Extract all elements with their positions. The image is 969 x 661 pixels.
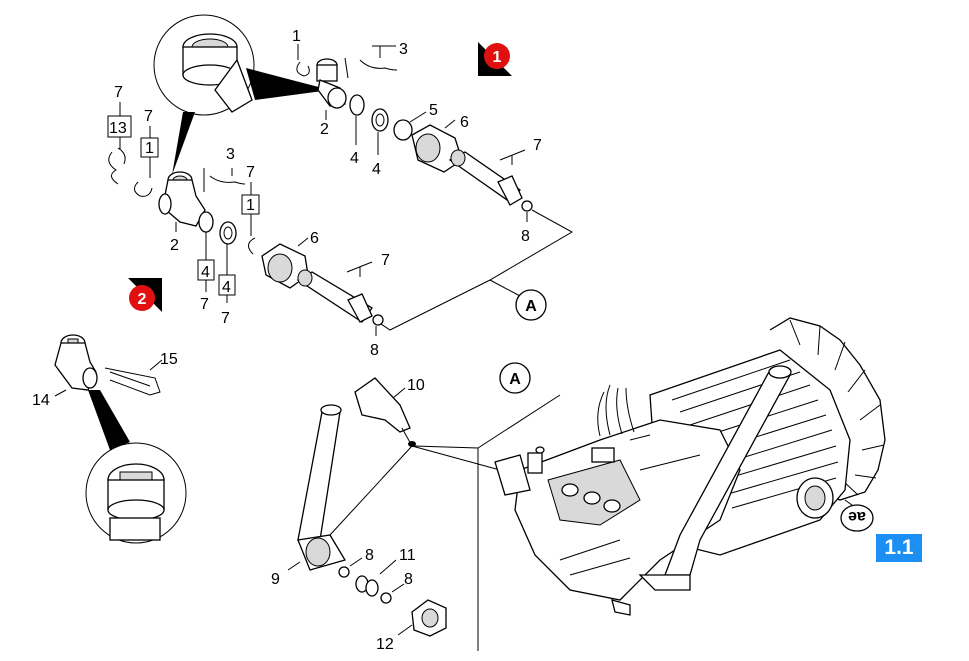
callout-v1-1: 1: [292, 28, 301, 45]
callout-15: 15: [160, 351, 178, 368]
bottle-10: [354, 377, 416, 447]
detail-ref-a-top: [515, 289, 547, 321]
pin-3: [344, 57, 398, 79]
detail-ref-a-bottom: [499, 362, 531, 394]
callout-v2-3: 3: [226, 146, 235, 163]
o-ring-v2b: [219, 221, 237, 245]
o-ring-v2a: [198, 211, 214, 233]
callout-14: 14: [32, 392, 50, 409]
callout-v2-7-mid: 7: [246, 164, 255, 181]
detail-ref-ae-label: ae: [848, 508, 866, 525]
t-fitting-v2: [158, 171, 206, 227]
callout-v1-4b: 4: [372, 161, 381, 178]
callout-v2-7a: 7: [200, 296, 209, 313]
pump-head: [494, 419, 741, 601]
callout-v2-7b: 7: [221, 310, 230, 327]
callout-v1-5: 5: [429, 102, 438, 119]
variant-2-assembly: 2: [108, 147, 384, 326]
union-nut-v2: [261, 243, 309, 289]
piston-rod-v2: [296, 269, 373, 323]
o-ring-4a: [349, 94, 365, 116]
callout-v2-8: 8: [370, 342, 379, 359]
zoom-detail-circle-bottom: [85, 442, 187, 544]
retaining-clip-v2: [134, 181, 153, 197]
variant-2-callouts: 7 13 7 1 3 7 1 2 6 7 4 4 7 7 8: [107, 84, 390, 359]
retaining-clip-1: [296, 61, 310, 77]
outlet-pipe: [638, 365, 792, 591]
o-ring-4b: [371, 108, 389, 132]
marker-1: [484, 43, 510, 69]
callout-8-a: 8: [365, 547, 374, 564]
callout-v2-13: 13: [109, 120, 127, 137]
detail-ref-a-top-label: A: [525, 298, 537, 315]
motor-wires: [597, 384, 635, 437]
callout-10: 10: [407, 377, 425, 394]
callout-v2-1-mid: 1: [246, 197, 255, 214]
marker-1-label: 1: [493, 49, 502, 66]
pump-foot: [611, 599, 631, 616]
callout-v2-7-left: 7: [144, 108, 153, 125]
callout-v1-4a: 4: [350, 150, 359, 167]
callout-v2-2: 2: [170, 237, 179, 254]
callout-12: 12: [376, 636, 394, 653]
variant-1-callouts: 1 2 3 4 4 5 6 7 8: [292, 28, 542, 245]
o-ring-8-lower-b: [380, 592, 392, 604]
detail-ref-a-bottom-label: A: [509, 371, 521, 388]
o-ring-8: [521, 200, 533, 212]
callout-v2-6: 6: [310, 230, 319, 247]
retaining-pin-15: [104, 367, 161, 396]
zoom-pointer-left: [172, 112, 195, 175]
zoom-pointer-bottom: [88, 390, 130, 450]
zoom-fitting-detail: [182, 33, 253, 113]
callout-v2-1-left: 1: [145, 140, 154, 157]
o-ring-v2-8: [372, 314, 384, 326]
lower-parts: 10 9 8 11 8 12: [271, 377, 447, 653]
callout-v1-7: 7: [533, 137, 542, 154]
marker-2: [129, 285, 155, 311]
nut-12: [411, 599, 447, 637]
callout-v1-6: 6: [460, 114, 469, 131]
callout-9: 9: [271, 571, 280, 588]
callout-v1-3: 3: [399, 41, 408, 58]
clip-v2-mid: [248, 237, 256, 255]
detail-ref-ae: [840, 504, 874, 532]
pump-motor-assembly: [494, 317, 886, 616]
callout-v1-2: 2: [320, 121, 329, 138]
t-fitting-2: [316, 58, 347, 109]
tube-9: [297, 404, 346, 571]
version-badge: 1.1: [876, 534, 922, 562]
zoom-detail-circle-top: [153, 14, 255, 116]
o-ring-8-lower-a: [338, 566, 350, 578]
callout-8-b: 8: [404, 571, 413, 588]
callout-v2-4b: 4: [222, 279, 231, 296]
marker-2-label: 2: [138, 291, 147, 308]
nipple-11: [355, 575, 379, 597]
callout-v2-7-rod: 7: [381, 252, 390, 269]
callout-v1-8: 8: [521, 228, 530, 245]
spring-clip-13: [108, 147, 126, 185]
ring-5: [393, 119, 413, 141]
callout-v2-4a: 4: [201, 264, 210, 281]
callout-11: 11: [399, 547, 416, 564]
fitting-14-assembly: 15 14: [32, 334, 187, 544]
callout-v2-7-top: 7: [114, 84, 123, 101]
zoom-pointer-top: [246, 68, 330, 100]
variant-1-assembly: 1: [153, 14, 533, 212]
zoom-square-fitting-detail: [107, 463, 165, 541]
piston-rod-7: [448, 149, 523, 206]
